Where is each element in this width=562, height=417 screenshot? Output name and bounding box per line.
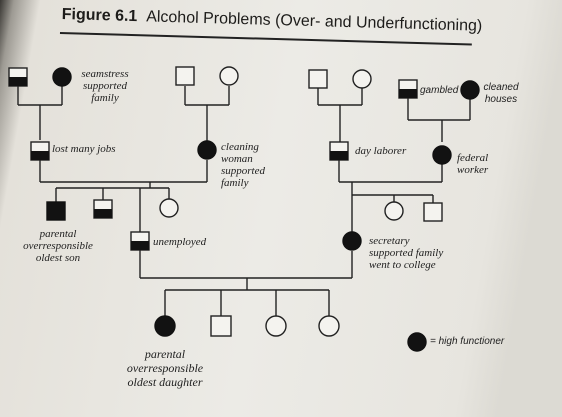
grandfather-middle xyxy=(175,66,195,86)
child-daughter-2 xyxy=(318,315,340,337)
child-daughter-1 xyxy=(265,315,287,337)
relationship-lines xyxy=(17,86,471,316)
day-laborer-father xyxy=(329,141,349,161)
house-cleaner-grandmother xyxy=(460,80,480,100)
legend-text: = high functioner xyxy=(430,336,505,347)
gambling-grandfather xyxy=(398,79,418,99)
sibling-daughter-right xyxy=(384,201,404,221)
grandmother-middle xyxy=(219,66,239,86)
grandfather-right xyxy=(308,69,328,89)
paternal-grandfather-left xyxy=(8,67,28,87)
seamstress-grandmother xyxy=(52,67,72,87)
father-lost-jobs xyxy=(30,141,50,161)
sibling-daughter xyxy=(159,198,179,218)
label-day-laborer: day laborer xyxy=(355,145,407,157)
label-unemployed: unemployed xyxy=(153,236,207,248)
label-gambled: gambled xyxy=(420,85,459,96)
grandmother-right xyxy=(352,69,372,89)
oldest-daughter xyxy=(154,315,176,337)
child-son xyxy=(210,315,232,337)
federal-worker-mother xyxy=(432,145,452,165)
sibling-son-substance xyxy=(93,199,113,219)
unemployed-husband xyxy=(130,231,150,251)
secretary-wife xyxy=(342,231,362,251)
legend-high-functioner-symbol xyxy=(407,332,427,352)
oldest-son xyxy=(46,201,66,221)
sibling-son-right xyxy=(423,202,443,222)
label-lost-many-jobs: lost many jobs xyxy=(52,143,116,155)
cleaning-woman-mother xyxy=(197,140,217,160)
